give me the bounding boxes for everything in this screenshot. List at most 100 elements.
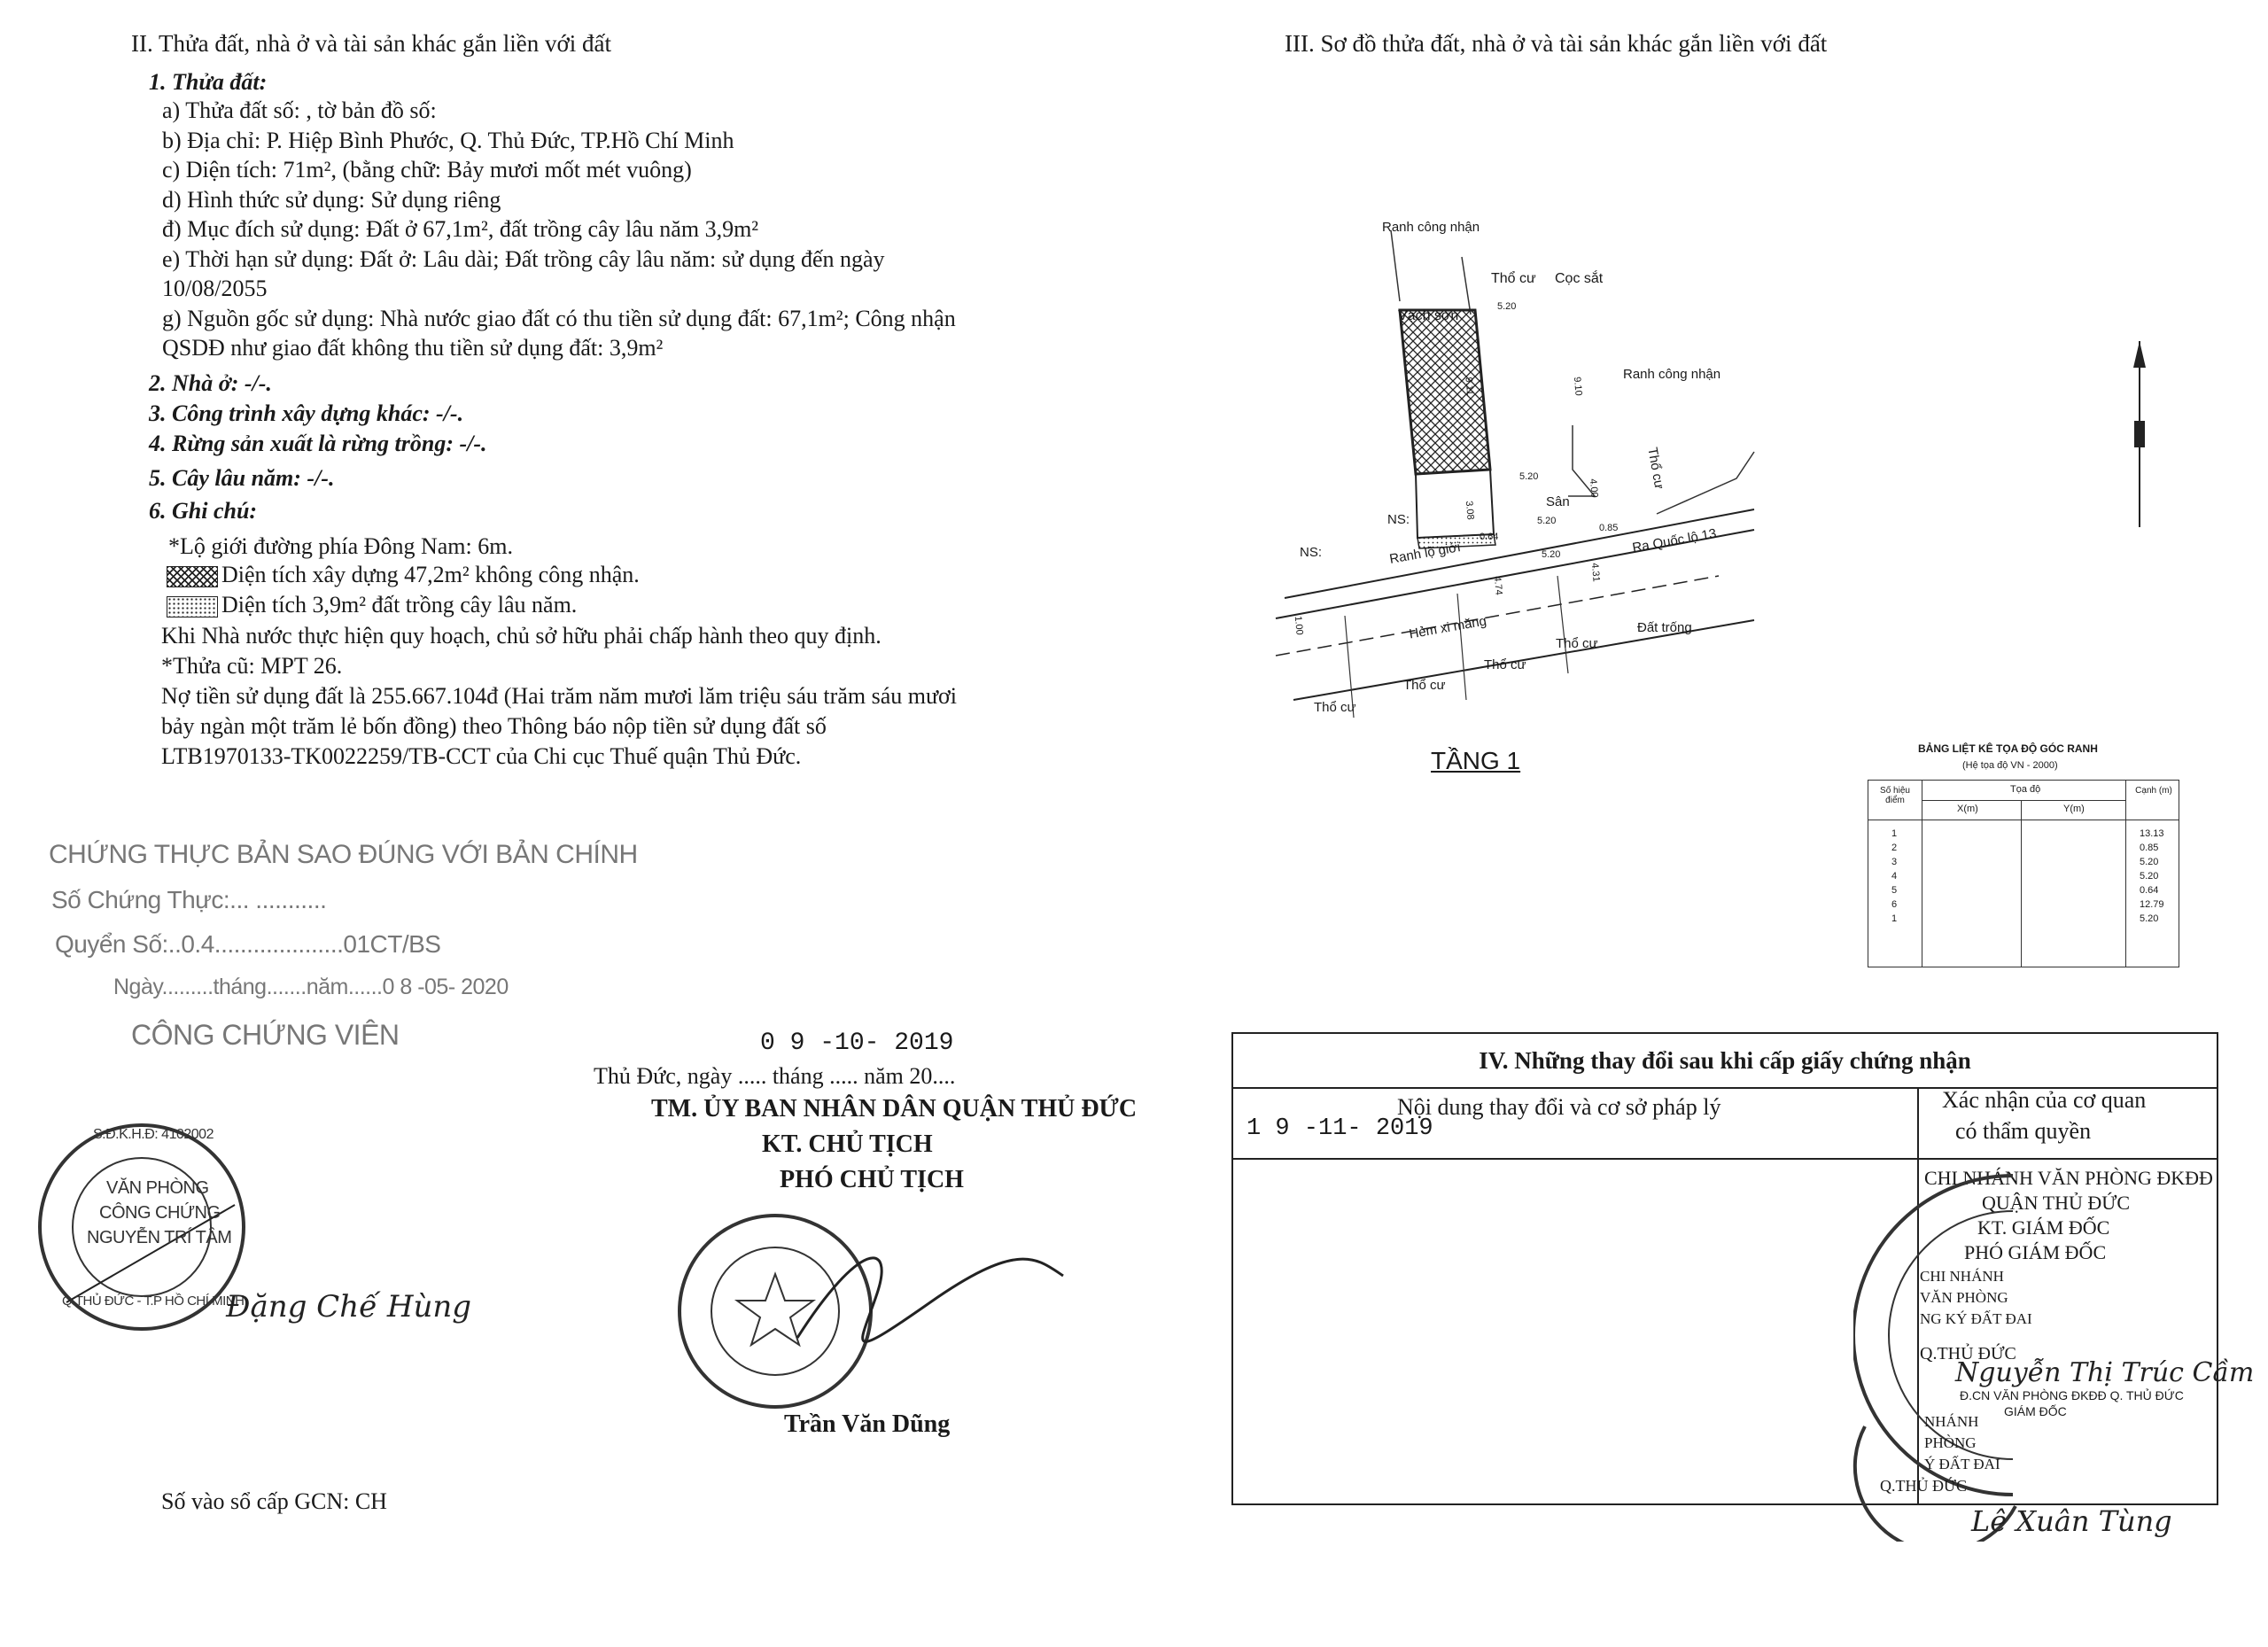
boundary-line (1568, 425, 1596, 497)
change-date-stamp: 1 9 -11- 2019 (1247, 1115, 1433, 1142)
confirm-line: PHÓ GIÁM ĐỐC (1964, 1241, 2107, 1263)
dimension-label: 5.20 (1542, 549, 1561, 560)
confirm-line: KT. GIÁM ĐỐC (1977, 1216, 2110, 1239)
diagram-label: Ranh công nhận (1623, 367, 1721, 382)
stamp-fragment: VĂN PHÒNG (1920, 1289, 2008, 1306)
diagram-label: Thổ cư (1491, 271, 1536, 286)
note-debt: Nợ tiền sử dụng đất là 255.667.104đ (Hai… (161, 683, 958, 709)
dimension-label: 5.20 (1497, 301, 1517, 312)
diagram-label: Ranh công nhận (1382, 220, 1480, 235)
coord-table: Số hiệu điểm Tọa độ X(m) Y(m) Cạnh (m) 1… (1868, 780, 2179, 967)
final-signature: Lê Xuân Tùng (1971, 1504, 2172, 1538)
coord-row-edge: 5.20 (2140, 871, 2159, 882)
gcn-number: Số vào sổ cấp GCN: CH (161, 1488, 387, 1514)
certify-stamp-line: Quyển Số:..0.4....................01CT/B… (55, 930, 441, 958)
coord-row-point: 1 (1891, 913, 1898, 924)
note-debt: LTB1970133-TK0022259/TB-CCT của Chi cục … (161, 743, 802, 769)
stamp-outer-text: S.Đ.K.H.Đ: 4102002 (93, 1127, 214, 1142)
coord-col-coord: Tọa độ (2010, 784, 2041, 795)
item-house: 2. Nhà ở: -/-. (149, 370, 272, 396)
plot-line: e) Thời hạn sử dụng: Đất ở: Lâu dài; Đất… (162, 246, 885, 272)
stamp-fragment: Ý ĐẤT ĐAI (1924, 1456, 2000, 1472)
stamp-fragment: PHÒNG (1924, 1434, 1977, 1451)
confirm-line: CHI NHÁNH VĂN PHÒNG ĐKĐĐ (1924, 1167, 2213, 1189)
col-confirm-header: Xác nhận của cơ quan (1942, 1087, 2147, 1113)
boundary-line (1461, 256, 1472, 315)
certify-stamp-line: Ngày.........tháng.......năm......0 8 -0… (113, 975, 509, 999)
plot-heading: 1. Thửa đất: (149, 69, 268, 95)
dimension-label: 9.10 (1571, 376, 1584, 397)
plot-line: 10/08/2055 (162, 276, 268, 301)
certify-stamp-line: CÔNG CHỨNG VIÊN (131, 1019, 400, 1051)
boundary-line (1557, 575, 1569, 674)
land-plot-diagram (1275, 229, 1755, 719)
dimension-label: 0.85 (1599, 523, 1619, 533)
confirm-line: QUẬN THỦ ĐỨC (1982, 1192, 2130, 1214)
plot-line: đ) Mục đích sử dụng: Đất ở 67,1m², đất t… (162, 216, 759, 242)
branch-round-stamp (1853, 1174, 2014, 1496)
stamp-inner-text: VĂN PHÒNG (106, 1178, 209, 1198)
section-2-title: II. Thửa đất, nhà ở và tài sản khác gắn … (131, 30, 612, 57)
note-old-plot: *Thửa cũ: MPT 26. (161, 653, 343, 679)
coord-col-edge: Cạnh (m) (2135, 786, 2172, 796)
coord-row-edge: 5.20 (2140, 913, 2159, 924)
authority-line: PHÓ CHỦ TỊCH (780, 1166, 964, 1193)
right-page: III. Sơ đồ thửa đất, nhà ở và tài sản kh… (1134, 0, 2268, 1647)
plot-line: g) Nguồn gốc sử dụng: Nhà nước giao đất … (162, 306, 956, 331)
diagram-label: Thổ cư (1314, 700, 1356, 715)
issue-date-stamp: 0 9 -10- 2019 (760, 1029, 954, 1057)
notary-round-stamp (38, 1123, 245, 1331)
dimension-label: 4.00 (1587, 478, 1600, 499)
boundary-line (1344, 615, 1355, 719)
item-forest: 4. Rừng sản xuất là rừng trồng: -/-. (149, 431, 487, 456)
official-seal-and-signature (678, 1214, 1064, 1409)
stamp-fragment: Q.THỦ ĐỨC (1920, 1344, 2016, 1363)
coord-row-point: 1 (1891, 828, 1898, 839)
notary-signature: Đặng Chế Hùng (226, 1289, 472, 1325)
item-trees: 5. Cây lâu năm: -/-. (149, 465, 335, 491)
diagram-label: Đất trống (1637, 620, 1692, 635)
coord-row-edge: 0.64 (2140, 885, 2159, 896)
plot-line: d) Hình thức sử dụng: Sử dụng riêng (162, 187, 501, 213)
coord-row-point: 4 (1891, 871, 1898, 882)
diagram-label: Thổ cư (1556, 636, 1598, 651)
coord-row-point: 6 (1891, 899, 1898, 910)
dots-legend-swatch (167, 596, 218, 618)
note-dots: Diện tích 3,9m² đất trồng cây lâu năm. (167, 592, 577, 618)
stamp-fragment: CHI NHÁNH (1920, 1268, 2004, 1285)
plot-line: c) Diện tích: 71m², (bằng chữ: Bảy mươi … (162, 157, 692, 183)
certify-stamp-line: CHỨNG THỰC BẢN SAO ĐÚNG VỚI BẢN CHÍNH (49, 840, 638, 869)
stamp-fragment: NHÁNH (1924, 1413, 1979, 1430)
item-other-works: 3. Công trình xây dựng khác: -/-. (149, 400, 464, 426)
diagram-label: Vạch sơn (1398, 308, 1459, 323)
diagram-label: Cọc sắt (1555, 271, 1604, 286)
house-footprint (1398, 308, 1492, 476)
coord-table-title: BẢNG LIỆT KÊ TỌA ĐỘ GÓC RANH (1918, 742, 2098, 755)
confirm-signature: Nguyễn Thị Trúc Cầm (1955, 1357, 2255, 1388)
coord-row-point: 3 (1891, 857, 1898, 867)
diagram-label: Thổ cư (1484, 657, 1526, 672)
coord-row-edge: 0.85 (2140, 843, 2159, 853)
plot-line: QSDĐ như giao đất không thu tiền sử dụng… (162, 335, 664, 361)
note-debt: bảy ngàn một trăm lẻ bốn đồng) theo Thôn… (161, 713, 827, 739)
road-line (1293, 619, 1755, 701)
boundary-line (1390, 229, 1401, 302)
coord-row-point: 2 (1891, 843, 1898, 853)
stamp-inner-text: NGUYỄN TRÍ TÂM (87, 1228, 232, 1247)
hatch-legend-swatch (167, 566, 218, 588)
diagram-label: Sân (1546, 494, 1570, 509)
note-hatch: Diện tích xây dựng 47,2m² không công nhậ… (167, 562, 640, 588)
section-4-title: IV. Những thay đổi sau khi cấp giấy chứn… (1233, 1034, 2217, 1089)
dimension-label: 3.08 (1463, 500, 1476, 521)
stamp-inner-text: CÔNG CHỨNG (99, 1203, 221, 1223)
item-notes: 6. Ghi chú: (149, 498, 258, 524)
confirm-sub: Đ.CN VĂN PHÒNG ĐKĐĐ Q. THỦ ĐỨC (1960, 1388, 2184, 1402)
dimension-label: 5.20 (1537, 516, 1557, 526)
road-line (1284, 509, 1755, 599)
note-planning: Khi Nhà nước thực hiện quy hoạch, chủ sở… (161, 623, 882, 649)
bottom-round-stamp (1852, 1426, 2017, 1542)
boundary-line (1456, 593, 1467, 701)
stamp-outer-text: Q.THỦ ĐỨC - T.P HỒ CHÍ MINH (62, 1294, 245, 1309)
dimension-label: 0.64 (1480, 532, 1499, 542)
road-line (1275, 529, 1755, 619)
